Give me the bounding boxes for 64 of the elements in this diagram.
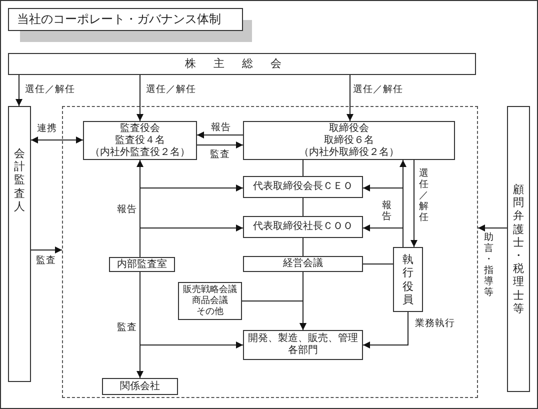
arrow	[16, 74, 22, 106]
edge-label: 監査	[35, 255, 57, 266]
box-label: 監査役４名	[115, 134, 165, 146]
officer-box	[243, 176, 363, 198]
box-label: （内社外取締役２名）	[299, 146, 399, 158]
title-box: 当社のコーポレート・ガバナンス体制	[8, 8, 243, 31]
box-label: 取締役６名	[324, 134, 374, 146]
arrow	[346, 74, 354, 122]
edge-label: 業務執行	[414, 318, 456, 329]
edge-label: 連携	[36, 123, 58, 134]
box-label: 代表取締役会長ＣＥＯ	[253, 181, 353, 193]
auditor-box	[8, 106, 31, 382]
connector-line	[302, 198, 304, 216]
box-label: 商品会議	[192, 296, 228, 306]
connector-line	[302, 238, 304, 256]
double-arrow	[30, 136, 84, 144]
box-label: （内社外監査役２名）	[90, 146, 190, 158]
box-label: 販売戦略会議	[183, 284, 237, 296]
box-label: 代表取締役社長ＣＯＯ	[253, 221, 353, 233]
edge-label: 選任／解任	[352, 84, 404, 95]
arrow	[30, 246, 62, 254]
box-label: 監査役会	[120, 122, 160, 134]
arrow	[478, 224, 508, 232]
edge-label: 報告	[381, 200, 393, 222]
edge-label: 選任／解任	[418, 168, 430, 223]
dashed-frame	[62, 106, 478, 398]
arrow	[140, 224, 244, 258]
arrow	[242, 300, 306, 330]
arrow	[196, 142, 244, 148]
office-box	[109, 257, 175, 272]
advisor-box	[507, 106, 530, 392]
box-label: 顧問弁護士・税理士等	[512, 183, 524, 315]
meeting-box	[178, 282, 242, 320]
box-label: 経営会議	[283, 258, 323, 270]
box-label: 内部監査室	[117, 258, 167, 270]
box-label: その他	[196, 306, 224, 318]
box-label: 開発、製造、販売、管理各部門	[248, 333, 358, 357]
department-box	[243, 330, 363, 360]
company-box	[102, 378, 178, 395]
board-box	[83, 121, 197, 160]
officer-box	[393, 247, 423, 312]
connector-line	[302, 160, 304, 176]
board-box	[243, 121, 455, 160]
edge-label: 選任／解任	[145, 84, 197, 95]
edge-label: 監査	[209, 149, 231, 160]
assembly-bar	[8, 53, 476, 75]
officer-box	[243, 216, 363, 238]
arrow	[136, 74, 144, 122]
box-label: 執行役員	[402, 253, 414, 306]
meeting-box	[243, 256, 363, 272]
edge-label: 助言・指導等	[483, 232, 495, 298]
edge-label: 選任／解任	[24, 84, 76, 95]
arrow	[140, 272, 244, 348]
box-label: 関係会社	[120, 380, 160, 392]
box-label: 会計監査人	[14, 147, 26, 213]
box-label: 株主総会	[184, 58, 300, 70]
arrow	[410, 160, 418, 248]
edge-label: 報告	[210, 122, 232, 133]
arrow	[362, 224, 404, 248]
edge-label: 監査	[116, 322, 138, 333]
edge-label: 報告	[116, 204, 138, 215]
box-label: 取締役会	[329, 122, 369, 134]
arrow	[196, 132, 244, 138]
arrow	[362, 312, 408, 348]
